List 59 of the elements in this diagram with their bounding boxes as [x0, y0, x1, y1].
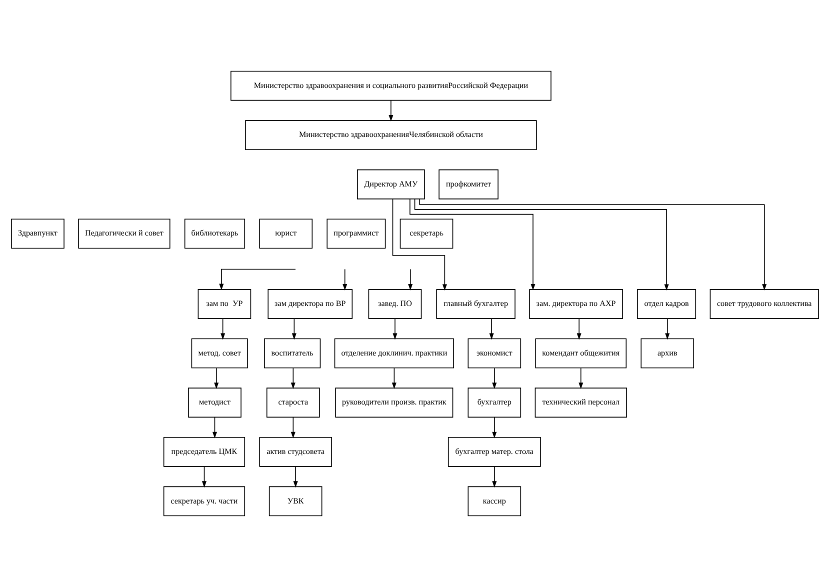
- arrow: [220, 318, 226, 340]
- node-box: юрист: [259, 218, 313, 249]
- node-box: зам. директора по АХР: [529, 289, 623, 319]
- node-box: отдел кадров: [637, 289, 696, 319]
- node-box: экономист: [468, 338, 522, 368]
- node-box: отделение доклинич. практики: [334, 338, 454, 368]
- node-box: секретарь: [400, 218, 454, 249]
- arrow: [492, 417, 497, 438]
- node-box: архив: [640, 338, 694, 368]
- node-box: методист: [188, 388, 242, 418]
- node-box: бухгалтер: [468, 388, 522, 418]
- arrow: [492, 368, 497, 390]
- arrow: [665, 318, 670, 340]
- node-box: УВК: [268, 486, 322, 516]
- node-box: секретарь уч. части: [163, 486, 246, 516]
- node-box: программист: [326, 218, 386, 249]
- arrow: [290, 368, 296, 390]
- arrow: [410, 198, 536, 290]
- node-box: староста: [266, 388, 320, 418]
- arrow: [392, 368, 396, 390]
- node-box: зам по УР: [198, 289, 252, 319]
- node-box: Министерство здравоохраненияЧелябинской области: [245, 120, 537, 150]
- node-box: зам директора по ВР: [268, 289, 353, 319]
- arrow: [388, 100, 394, 122]
- arrow: [212, 417, 218, 438]
- node-box: совет трудового коллектива: [710, 289, 819, 319]
- arrow: [219, 268, 296, 290]
- node-box: Педагогически й совет: [78, 218, 170, 249]
- node-box: профкомитет: [438, 169, 498, 200]
- node-box: библиотекарь: [184, 218, 246, 249]
- node-box: воспитатель: [264, 338, 321, 368]
- arrow: [342, 268, 348, 290]
- arrow: [392, 198, 447, 291]
- node-box: Директор АМУ: [357, 169, 425, 200]
- arrow: [492, 466, 497, 488]
- arrow: [408, 268, 413, 290]
- node-box: Министерство здравоохранения и социального развитияРоссийской Федерации: [230, 70, 552, 101]
- node-box: завед. ПО: [368, 289, 422, 319]
- node-box: руководители произв. практик: [335, 388, 454, 418]
- node-box: кассир: [468, 486, 522, 516]
- arrow: [202, 466, 207, 488]
- arrow: [292, 318, 296, 340]
- arrow: [392, 318, 398, 340]
- node-box: главный бухгалтер: [436, 289, 516, 319]
- node-box: Здравпункт: [11, 218, 64, 249]
- node-box: бухгалтер матер. стола: [448, 436, 541, 467]
- arrow: [293, 466, 298, 488]
- node-box: метод. совет: [191, 338, 248, 368]
- node-box: актив студсовета: [259, 436, 332, 467]
- node-box: комендант общежития: [535, 338, 627, 368]
- arrow: [578, 368, 584, 390]
- arrow: [414, 198, 669, 291]
- arrow: [419, 198, 767, 291]
- node-box: технический персонал: [534, 388, 627, 418]
- arrow: [290, 417, 296, 438]
- arrow: [214, 368, 219, 390]
- arrow: [576, 318, 582, 340]
- node-box: председатель ЦМК: [163, 436, 246, 467]
- arrow: [489, 318, 494, 340]
